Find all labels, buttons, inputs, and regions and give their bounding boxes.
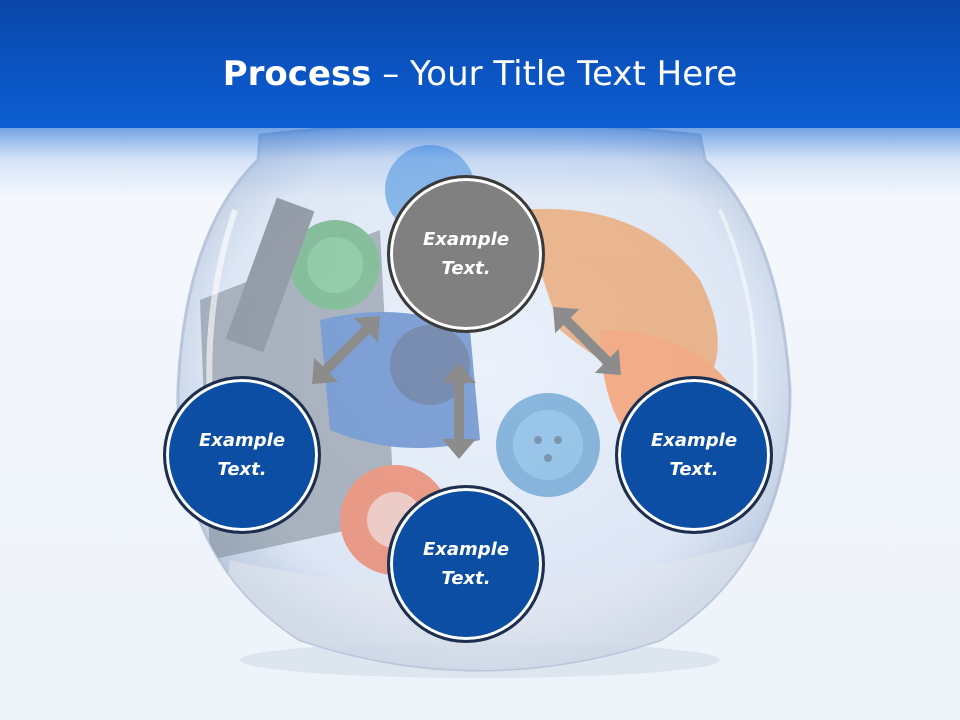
arrow-center-icon <box>442 363 476 459</box>
node-top-label: Example Text. <box>422 229 510 279</box>
arrow-right-icon <box>553 307 621 375</box>
node-bottom[interactable]: Example Text. <box>387 485 545 643</box>
title-bold: Process <box>222 54 372 94</box>
arrow-left-icon <box>312 316 380 384</box>
node-right-label: Example Text. <box>650 430 738 480</box>
slide-title: Process – Your Title Text Here <box>0 52 960 96</box>
node-left[interactable]: Example Text. <box>163 376 321 534</box>
title-rest: – Your Title Text Here <box>371 54 738 94</box>
header-bar <box>0 0 960 128</box>
node-left-label: Example Text. <box>198 430 286 480</box>
node-top[interactable]: Example Text. <box>387 175 545 333</box>
node-bottom-label: Example Text. <box>422 539 510 589</box>
node-right[interactable]: Example Text. <box>615 376 773 534</box>
